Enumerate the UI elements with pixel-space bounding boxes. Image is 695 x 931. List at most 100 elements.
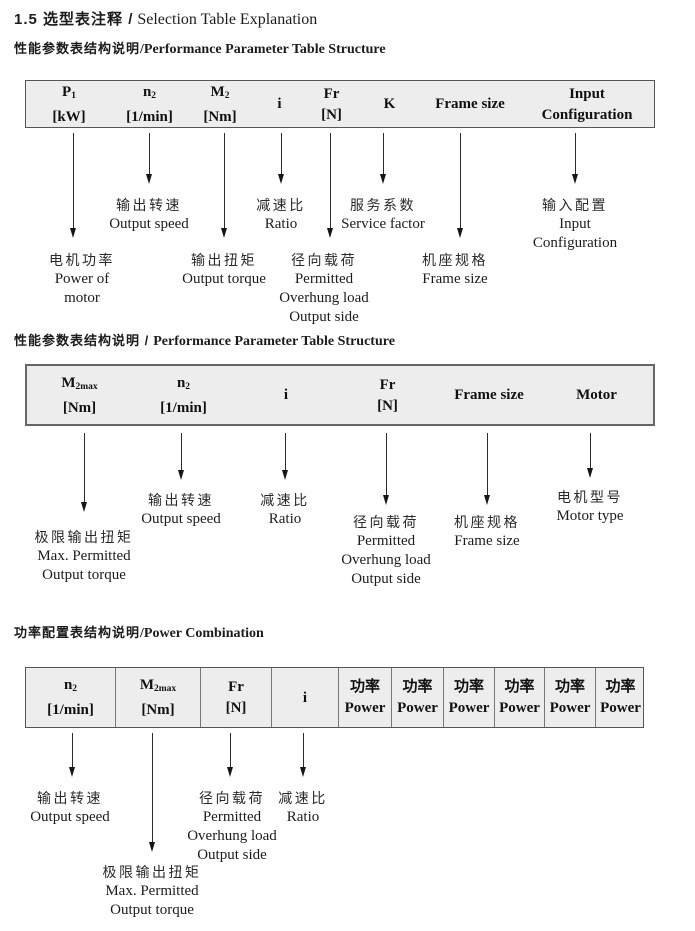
section1-heading-en: /Performance Parameter Table Structure xyxy=(140,42,386,57)
table2-col-fr-unit: [N] xyxy=(377,397,398,414)
callout-zh: 服务系数 xyxy=(349,197,416,213)
diagram3: 输出转速 Output speed 径向载荷 Permitted Overhun… xyxy=(0,728,695,928)
callout-en: Permitted Overhung load Output side xyxy=(187,809,277,863)
callout-output-speed: 输出转速 Output speed xyxy=(109,195,189,234)
callout-zh: 输出转速 xyxy=(115,197,182,213)
symbol-text: M xyxy=(139,677,154,693)
symbol-text: 功率 xyxy=(402,679,433,695)
arrow-fr-icon xyxy=(383,433,389,505)
table3-col-power-1: 功率 Power xyxy=(338,668,391,727)
table3-col-power-unit: Power xyxy=(397,700,438,716)
table2-col-fr-symbol: Fr xyxy=(380,377,396,393)
table3-col-i: i xyxy=(271,668,338,727)
table2-col-i-symbol: i xyxy=(284,387,288,403)
callout-en: Permitted Overhung load Output side xyxy=(341,533,431,587)
callout-en: Power of motor xyxy=(54,271,110,306)
table3-col-fr-symbol: Fr xyxy=(228,679,244,695)
table3-col-m2max-symbol: M2max xyxy=(140,677,176,697)
symbol-text: Fr xyxy=(228,679,244,695)
arrow-motor-icon xyxy=(587,433,593,478)
table1-col-p1: P1 [kW] xyxy=(26,81,112,127)
symbol-text: 功率 xyxy=(605,679,636,695)
symbol-text: Motor xyxy=(576,387,617,403)
table3-col-power-symbol: 功率 xyxy=(605,679,635,695)
callout-en: Max. Permitted Output torque xyxy=(105,883,199,918)
arrow-i-icon xyxy=(282,433,288,480)
table3-col-i-symbol: i xyxy=(303,690,307,706)
callout-en: Permitted Overhung load Output side xyxy=(279,271,369,325)
table2-col-n2: n2 [1/min] xyxy=(132,366,235,424)
table1-col-input-unit: Configuration xyxy=(541,106,633,123)
page-title-zh: 1.5 选型表注释 / xyxy=(14,11,134,28)
callout-input-configuration: 输入配置 Input Configuration xyxy=(533,195,617,253)
table2-col-m2max-symbol: M2max xyxy=(61,375,97,395)
page-title: 1.5 选型表注释 / Selection Table Explanation xyxy=(14,8,317,29)
callout-zh: 输出转速 xyxy=(147,492,214,508)
callout-output-speed: 输出转速 Output speed xyxy=(141,490,221,529)
table3-col-fr: Fr [N] xyxy=(200,668,271,727)
callout-zh: 径向载荷 xyxy=(291,252,357,268)
table2-header-row: M2max [Nm] n2 [1/min] i Fr [N] Frame siz… xyxy=(25,364,655,426)
diagram2: 输出转速 Output speed 减速比 Ratio 电机型号 Motor t… xyxy=(0,426,695,622)
diagram1: 输出转速 Output speed 减速比 Ratio 服务系数 Service… xyxy=(0,128,695,330)
table1-col-k-symbol: K xyxy=(384,96,396,112)
table1-col-n2-symbol: n2 xyxy=(143,84,156,104)
callout-frame-size: 机座规格 Frame size xyxy=(422,250,488,289)
table3-col-power-4: 功率 Power xyxy=(494,668,544,727)
callout-zh: 机座规格 xyxy=(422,252,488,268)
symbol-text: M xyxy=(61,374,76,391)
callout-en: Frame size xyxy=(422,271,488,287)
table3-col-power-unit: Power xyxy=(448,700,490,716)
arrow-input-icon xyxy=(572,133,578,184)
table1-col-fr-symbol: Fr xyxy=(324,86,340,102)
callout-overhung-load: 径向载荷 Permitted Overhung load Output side xyxy=(187,788,277,865)
table2-col-m2max-unit: [Nm] xyxy=(62,399,97,416)
section3-heading-en: /Power Combination xyxy=(140,626,264,641)
callout-en: Frame size xyxy=(454,533,520,549)
section2-heading: 性能参数表结构说明 / Performance Parameter Table … xyxy=(14,330,395,350)
section2-heading-zh: 性能参数表结构说明 / xyxy=(14,333,150,348)
callout-zh: 机座规格 xyxy=(454,514,520,530)
table1-col-i-symbol: i xyxy=(277,96,281,112)
arrow-frame-icon xyxy=(484,433,490,505)
callout-service-factor: 服务系数 Service factor xyxy=(341,195,425,234)
symbol-text: 功率 xyxy=(554,679,585,695)
table3-col-power-3: 功率 Power xyxy=(443,668,494,727)
symbol-text: i xyxy=(277,96,282,112)
symbol-text: P xyxy=(62,83,72,100)
section3-heading-zh: 功率配置表结构说明 xyxy=(14,625,141,640)
table1-col-p1-symbol: P1 xyxy=(62,84,76,104)
callout-zh: 径向载荷 xyxy=(199,790,265,806)
arrow-fr-icon xyxy=(327,133,333,238)
arrow-k-icon xyxy=(380,133,386,184)
table2-col-motor: Motor xyxy=(540,366,653,424)
symbol-text: Frame size xyxy=(454,387,524,403)
table3-col-power-unit: Power xyxy=(600,700,641,716)
table3-col-n2: n2 [1/min] xyxy=(26,668,115,727)
table1-col-i: i xyxy=(253,81,306,127)
table3-col-m2max-unit: [Nm] xyxy=(141,702,175,718)
table2-col-motor-symbol: Motor xyxy=(576,387,617,403)
table1-col-m2-unit: [Nm] xyxy=(203,108,237,125)
symbol-subscript: 2 xyxy=(224,90,230,101)
table3-col-power-symbol: 功率 xyxy=(555,679,585,695)
callout-en: Service factor xyxy=(341,216,425,232)
symbol-text: n xyxy=(63,677,73,693)
callout-frame-size: 机座规格 Frame size xyxy=(454,512,520,551)
table1-header-row: P1 [kW] n2 [1/min] M2 [Nm] i Fr [N] K Fr… xyxy=(25,80,655,128)
symbol-text: M xyxy=(210,83,225,100)
table2-col-m2max: M2max [Nm] xyxy=(27,366,132,424)
arrow-i-icon xyxy=(278,133,284,184)
callout-en: Ratio xyxy=(286,809,320,825)
table3-col-power-unit: Power xyxy=(344,700,386,716)
callout-ratio: 减速比 Ratio xyxy=(260,490,310,529)
table3-col-power-2: 功率 Power xyxy=(391,668,443,727)
symbol-text: Fr xyxy=(323,85,340,102)
section1-heading: 性能参数表结构说明/Performance Parameter Table St… xyxy=(14,38,386,58)
symbol-text: i xyxy=(283,387,289,403)
callout-zh: 减速比 xyxy=(260,492,310,508)
table2-col-fr: Fr [N] xyxy=(337,366,438,424)
table3-col-power-5: 功率 Power xyxy=(544,668,595,727)
callout-output-torque: 输出扭矩 Output torque xyxy=(182,250,266,289)
table3-col-power-6: 功率 Power xyxy=(595,668,645,727)
